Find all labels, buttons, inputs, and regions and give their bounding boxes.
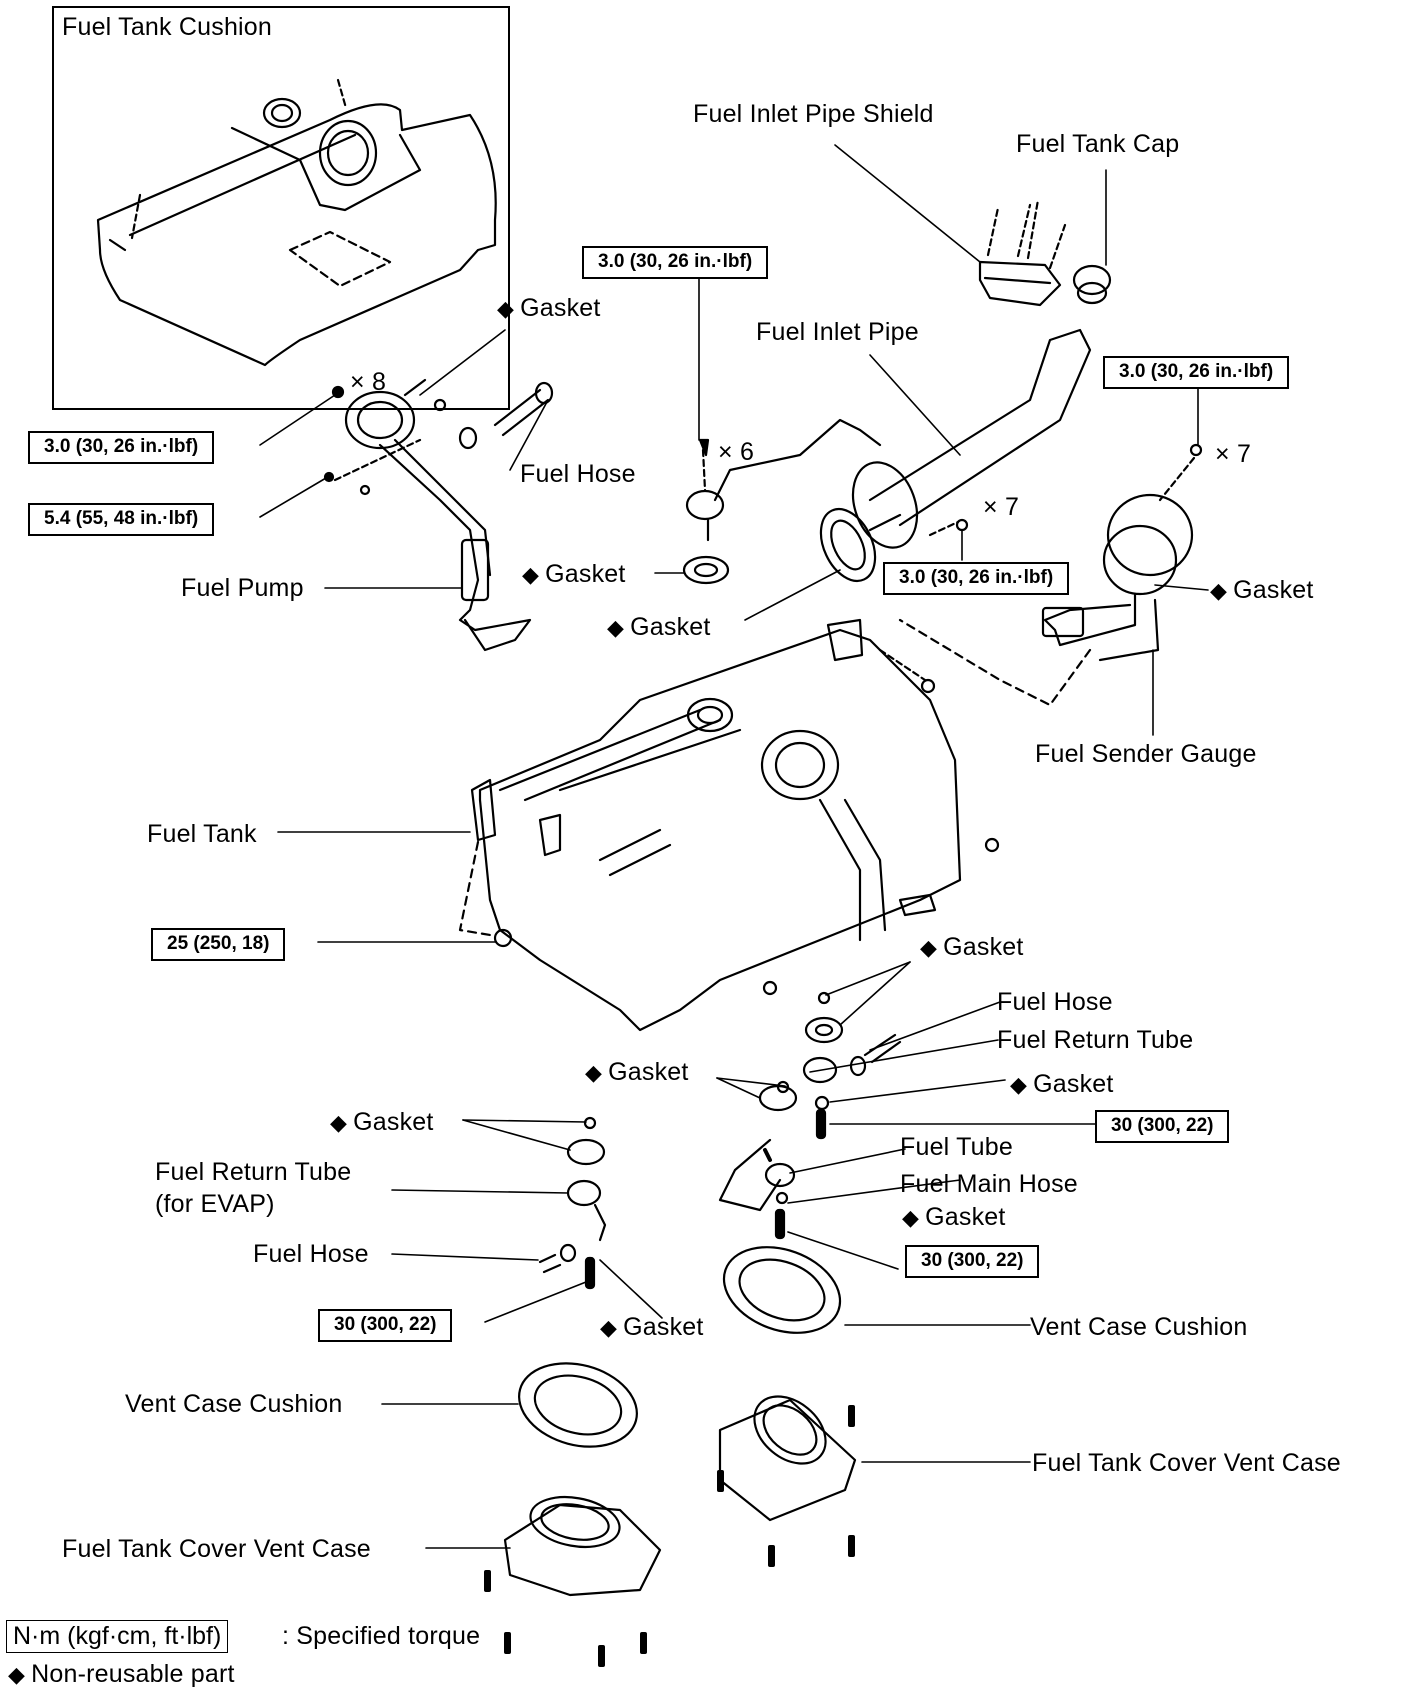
torque-spec-box: 3.0 (30, 26 in.·lbf) <box>28 431 215 464</box>
torque-spec-box: 3.0 (30, 26 in.·lbf) <box>582 246 769 279</box>
fuel-hose-label-right: Fuel Hose <box>997 988 1113 1016</box>
non-reusable-diamond-icon: ◆ <box>607 615 625 640</box>
gasket-label: ◆Gasket <box>902 1203 1006 1231</box>
non-reusable-diamond-icon: ◆ <box>522 562 540 587</box>
gasket-label: ◆Gasket <box>1010 1070 1114 1098</box>
fuel-main-hose-label: Fuel Main Hose <box>900 1170 1078 1198</box>
quantity-pump-bolts: × 8 <box>350 368 387 396</box>
fuel-tank-cover-vent-case-label-right: Fuel Tank Cover Vent Case <box>1032 1449 1341 1477</box>
non-reusable-diamond-icon: ◆ <box>497 296 515 321</box>
gasket-label: ◆Gasket <box>1210 576 1314 604</box>
pipe-shield-cap-drawing <box>978 198 1112 307</box>
sensor-gasket-drawing <box>682 418 882 585</box>
fuel-sender-gauge-drawing <box>898 443 1203 707</box>
fuel-inlet-pipe-drawing <box>819 328 1092 583</box>
gasket-label: ◆Gasket <box>585 1058 689 1086</box>
fuel-tank-cover-vent-case-label-left: Fuel Tank Cover Vent Case <box>62 1535 371 1563</box>
leader-lines <box>259 144 1209 1549</box>
torque-spec-box: 30 (300, 22) <box>905 1245 1040 1278</box>
quantity-sender-bolts: × 7 <box>1215 440 1252 468</box>
non-reusable-diamond-icon: ◆ <box>1210 578 1228 603</box>
torque-spec-box: 30 (300, 22) <box>1095 1110 1230 1143</box>
legend-torque-description: : Specified torque <box>282 1622 481 1650</box>
fuel-tank-drawing <box>458 618 1000 1032</box>
non-reusable-diamond-icon: ◆ <box>585 1060 603 1085</box>
non-reusable-diamond-icon: ◆ <box>600 1315 618 1340</box>
fuel-pump-drawing <box>323 378 554 652</box>
fuel-inlet-pipe-label: Fuel Inlet Pipe <box>756 318 919 346</box>
fuel-tank-label: Fuel Tank <box>147 820 257 848</box>
quantity-inlet-bolts: × 7 <box>983 493 1020 521</box>
non-reusable-diamond-icon: ◆ <box>1010 1072 1028 1097</box>
vent-case-drawing <box>484 1246 857 1667</box>
fuel-return-tube-evap-label-line1: Fuel Return Tube <box>155 1158 352 1186</box>
torque-spec-box: 3.0 (30, 26 in.·lbf) <box>1103 356 1290 389</box>
quantity-sensor-bolts: × 6 <box>718 438 755 466</box>
fuel-inlet-pipe-shield-label: Fuel Inlet Pipe Shield <box>693 100 934 128</box>
fuel-sender-gauge-label: Fuel Sender Gauge <box>1035 740 1257 768</box>
gasket-label: ◆Gasket <box>920 933 1024 961</box>
fuel-hose-label-left: Fuel Hose <box>253 1240 369 1268</box>
fuel-tank-cap-label: Fuel Tank Cap <box>1016 130 1180 158</box>
gasket-label: ◆Gasket <box>600 1313 704 1341</box>
non-reusable-diamond-icon: ◆ <box>330 1110 348 1135</box>
non-reusable-diamond-icon: ◆ <box>8 1662 26 1687</box>
legend-torque-unit: N·m (kgf·cm, ft·lbf) <box>6 1620 229 1653</box>
gasket-label: ◆Gasket <box>522 560 626 588</box>
torque-spec-box: 30 (300, 22) <box>318 1309 453 1342</box>
legend-non-reusable: ◆Non-reusable part <box>8 1660 235 1688</box>
fuel-return-tube-label: Fuel Return Tube <box>997 1026 1194 1054</box>
vent-case-cushion-label-left: Vent Case Cushion <box>125 1390 343 1418</box>
gasket-label: ◆Gasket <box>330 1108 434 1136</box>
fuel-tube-label: Fuel Tube <box>900 1133 1013 1161</box>
fuel-tank-cushion-inset <box>52 6 510 410</box>
fuel-return-tube-evap-label-line2: (for EVAP) <box>155 1190 275 1218</box>
torque-spec-box: 3.0 (30, 26 in.·lbf) <box>883 562 1070 595</box>
lower-fittings-drawing <box>538 991 902 1290</box>
non-reusable-diamond-icon: ◆ <box>902 1205 920 1230</box>
vent-case-cushion-label-right: Vent Case Cushion <box>1030 1313 1248 1341</box>
inset-fuel-tank-drawing <box>96 78 497 367</box>
fuel-tank-cushion-label: Fuel Tank Cushion <box>62 13 273 41</box>
torque-spec-box: 25 (250, 18) <box>151 928 286 961</box>
gasket-label: ◆Gasket <box>497 294 601 322</box>
gasket-label: ◆Gasket <box>607 613 711 641</box>
torque-spec-box: 5.4 (55, 48 in.·lbf) <box>28 503 215 536</box>
non-reusable-diamond-icon: ◆ <box>920 935 938 960</box>
fuel-hose-label-top: Fuel Hose <box>520 460 636 488</box>
fuel-pump-label: Fuel Pump <box>181 574 304 602</box>
